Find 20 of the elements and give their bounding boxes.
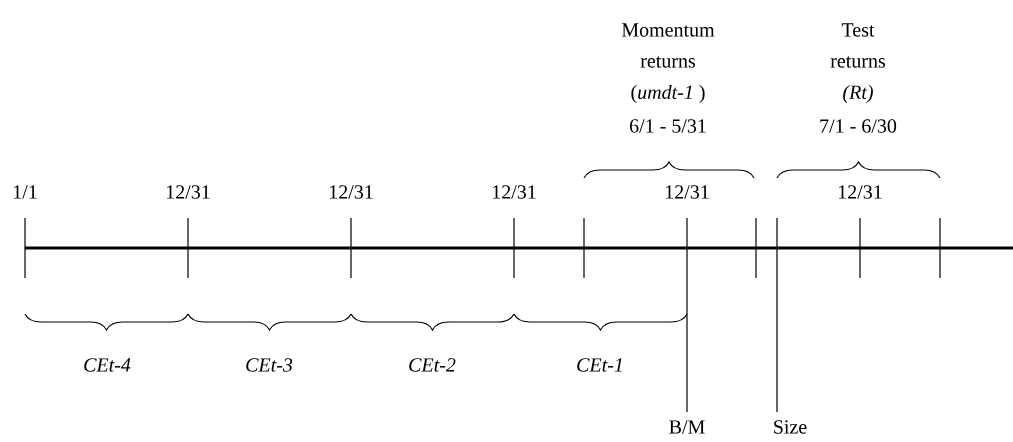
event-label: Size (774, 420, 807, 434)
date-range: 6/1 - 5/31 (630, 119, 706, 133)
date-range: 7/1 - 6/30 (820, 119, 897, 133)
date-label: 12/31 (330, 185, 373, 199)
date-label: 12/31 (838, 185, 882, 199)
symbol-label: (Rt) (843, 84, 873, 104)
period-label: CEt-3 (246, 358, 293, 372)
period-label: CEt-4 (84, 358, 131, 372)
period-label: CEt-2 (409, 358, 456, 372)
heading-text: Momentum (621, 23, 715, 37)
date-label: 12/31 (493, 185, 536, 199)
heading-text: returns (830, 56, 886, 68)
heading-text: Test (841, 23, 875, 37)
symbol-label: (umdt-1 ) (631, 84, 705, 104)
date-label: 12/31 (167, 185, 210, 199)
heading-text: returns (640, 56, 696, 68)
date-label: 12/31 (666, 185, 709, 199)
date-label: 1/1 (14, 185, 37, 199)
period-label: CEt-1 (577, 358, 622, 372)
event-label: B/M (669, 420, 705, 434)
